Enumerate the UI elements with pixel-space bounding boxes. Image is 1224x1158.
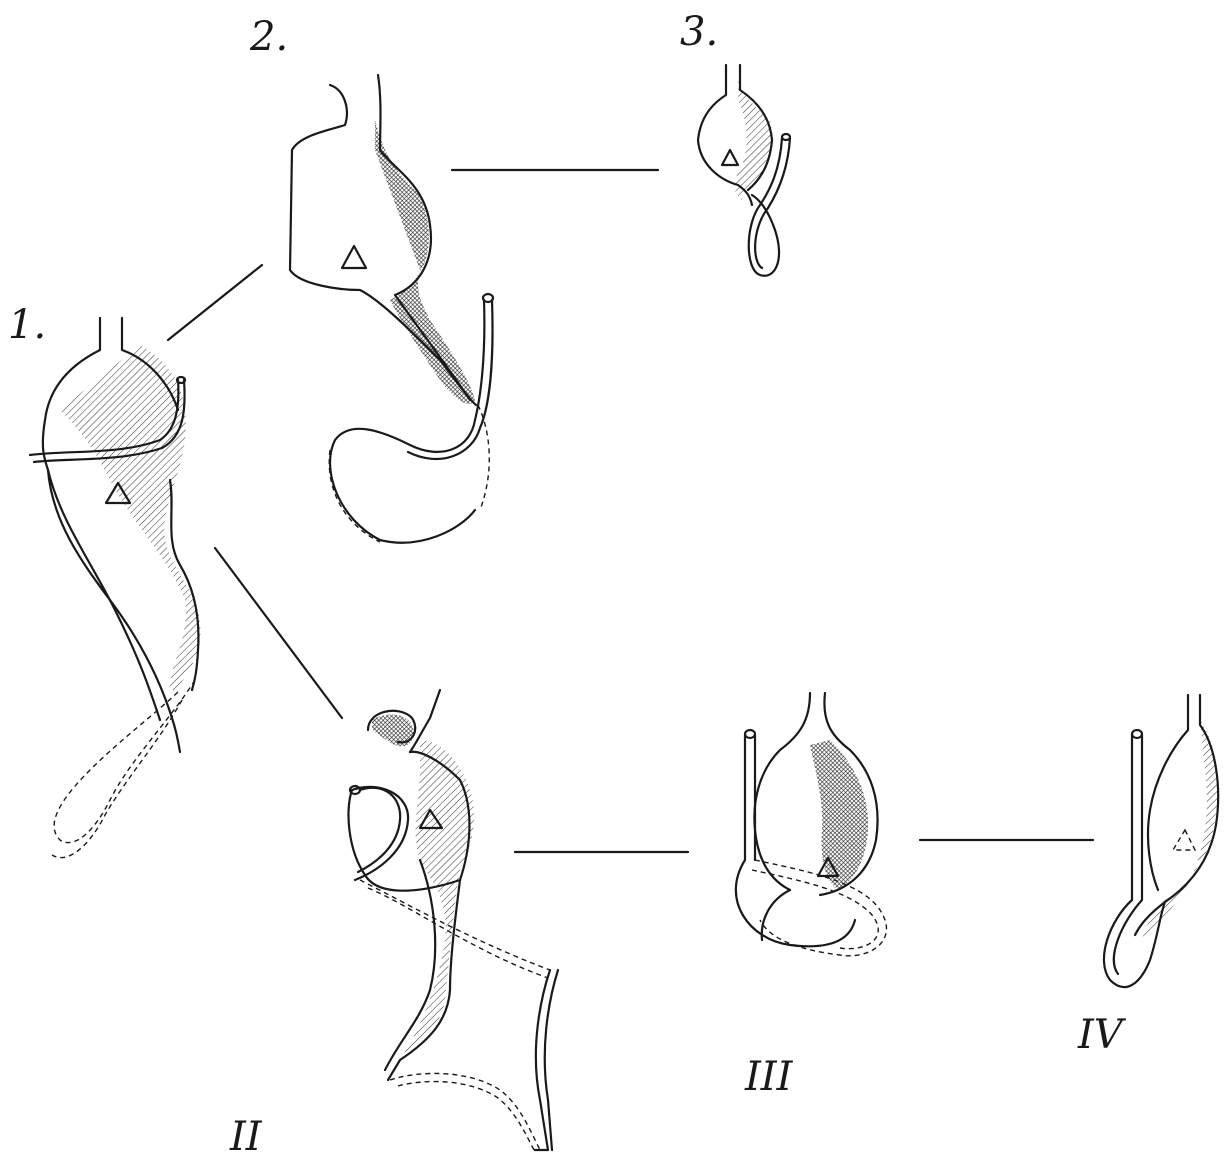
figure-1: 1. [8,302,201,858]
figure-II: II [229,690,558,1158]
connector-1-II [215,548,342,718]
connector-lines [168,170,1093,852]
connector-1-2 [168,265,262,340]
figure-3-label: 3. [680,9,718,55]
figure-1-label: 1. [8,302,46,348]
figure-III: III [736,693,887,1100]
figure-IV: IV [1077,695,1218,1058]
figure-IV-label: IV [1077,1012,1127,1058]
figure-II-label: II [229,1114,263,1158]
figure-2: 2. [249,14,493,543]
figure-2-label: 2. [249,14,288,60]
figure-III-label: III [744,1054,794,1100]
figure-3: 3. [680,9,790,276]
